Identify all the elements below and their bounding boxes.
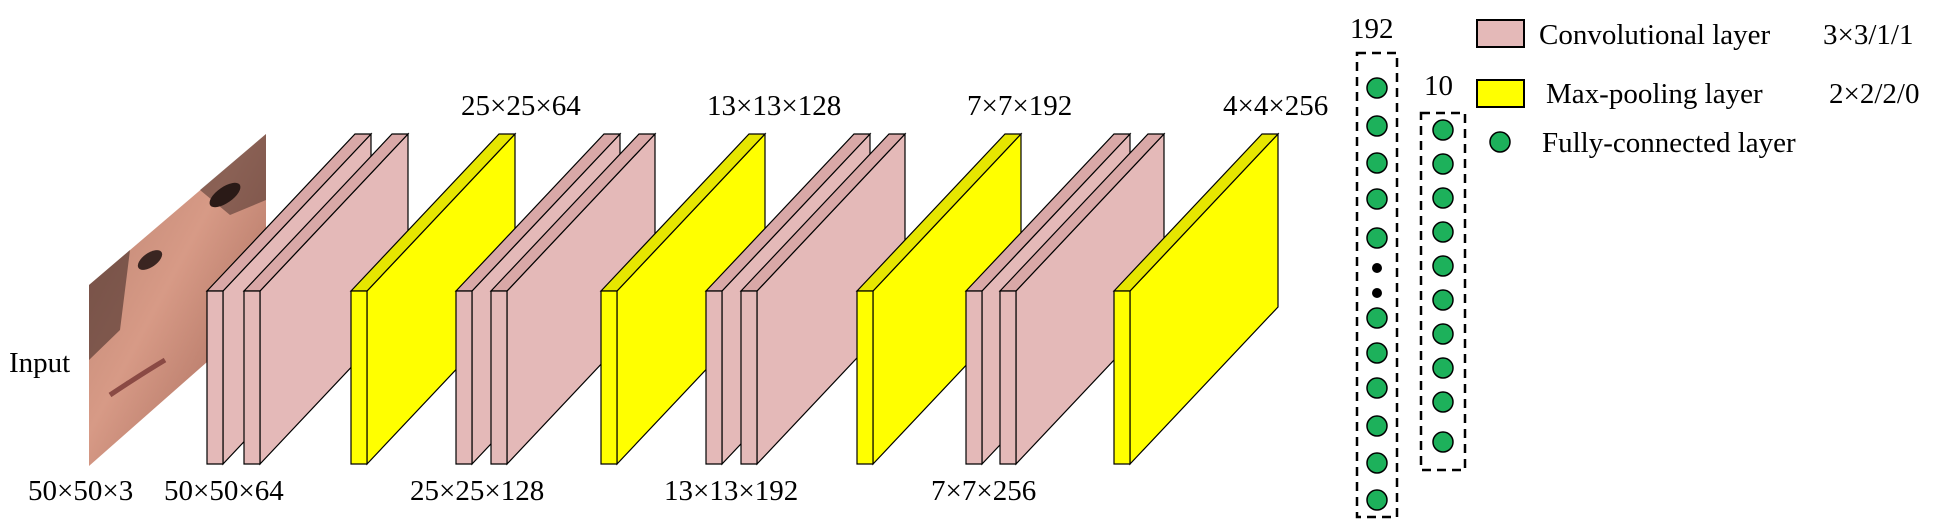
fc-node [1366, 377, 1388, 399]
slab-front-face [1113, 290, 1131, 465]
fc-node [1366, 489, 1388, 511]
slab-front-face [856, 290, 874, 465]
conv-layer-slab [489, 132, 657, 466]
bottom-dim-label: 7×7×256 [931, 475, 1036, 507]
fc-node [1366, 188, 1388, 210]
fc1-nodes [1366, 77, 1388, 511]
fc-node [1432, 187, 1454, 209]
bottom-dim-label: 50×50×64 [164, 475, 284, 507]
slab-front-face [350, 290, 368, 465]
fc-node [1432, 153, 1454, 175]
pool-layer-slab [349, 132, 517, 466]
top-dim-label: 7×7×192 [967, 90, 1072, 122]
pool-layer-slab [599, 132, 767, 466]
conv-layer-slab [739, 132, 907, 466]
fc-node [1432, 323, 1454, 345]
legend-pool-swatch [1476, 79, 1525, 108]
fc-node [1366, 115, 1388, 137]
legend-pool-label: Max-pooling layer [1546, 78, 1763, 110]
fc-node [1432, 357, 1454, 379]
pool-layer-slab [1112, 132, 1280, 466]
pool-layer-slab [855, 132, 1023, 466]
input-label: Input [9, 347, 70, 379]
fc-node [1432, 391, 1454, 413]
slab-front-face [705, 290, 723, 465]
slab-front-face [740, 290, 758, 465]
fc2-count-label: 10 [1424, 70, 1453, 102]
legend-fc-dot [1489, 131, 1511, 153]
fc1-box [1355, 51, 1399, 519]
conv-layer-slab [998, 132, 1166, 466]
top-dim-label: 13×13×128 [707, 90, 841, 122]
legend-pool-spec: 2×2/2/0 [1829, 78, 1919, 110]
fc-node [1432, 119, 1454, 141]
bottom-dim-label: 25×25×128 [410, 475, 544, 507]
fc-node [1366, 342, 1388, 364]
conv-layer-slab [242, 132, 410, 466]
ellipsis-dot [1372, 288, 1382, 298]
fc-node [1366, 152, 1388, 174]
ellipsis-dot [1372, 263, 1382, 273]
slab-front-face [965, 290, 983, 465]
legend-conv-swatch [1476, 19, 1525, 48]
legend-fc-label: Fully-connected layer [1542, 127, 1796, 159]
bottom-dim-label: 13×13×192 [664, 475, 798, 507]
fc-node [1432, 221, 1454, 243]
top-dim-label: 25×25×64 [461, 90, 581, 122]
fc-node [1432, 431, 1454, 453]
slab-front-face [206, 290, 224, 465]
fc-node [1366, 452, 1388, 474]
layer-slabs [205, 132, 1280, 466]
fc1-count-label: 192 [1350, 13, 1394, 45]
fc-node [1366, 77, 1388, 99]
top-dim-label: 4×4×256 [1223, 90, 1328, 122]
input-dims-label: 50×50×3 [28, 475, 133, 507]
slab-front-face [999, 290, 1017, 465]
fc2-nodes [1432, 119, 1454, 453]
input-face-image [89, 134, 266, 466]
fc2-box [1419, 111, 1467, 472]
legend: Convolutional layer 3×3/1/1 Max-pooling … [1476, 19, 1919, 159]
fc-node [1366, 307, 1388, 329]
slab-front-face [243, 290, 261, 465]
fc-node [1432, 289, 1454, 311]
fc-node [1366, 227, 1388, 249]
slab-front-face [490, 290, 508, 465]
fc-node [1366, 415, 1388, 437]
slab-front-face [455, 290, 473, 465]
legend-conv-label: Convolutional layer [1539, 19, 1770, 51]
fc-node [1432, 255, 1454, 277]
legend-conv-spec: 3×3/1/1 [1823, 19, 1913, 51]
slab-front-face [600, 290, 618, 465]
